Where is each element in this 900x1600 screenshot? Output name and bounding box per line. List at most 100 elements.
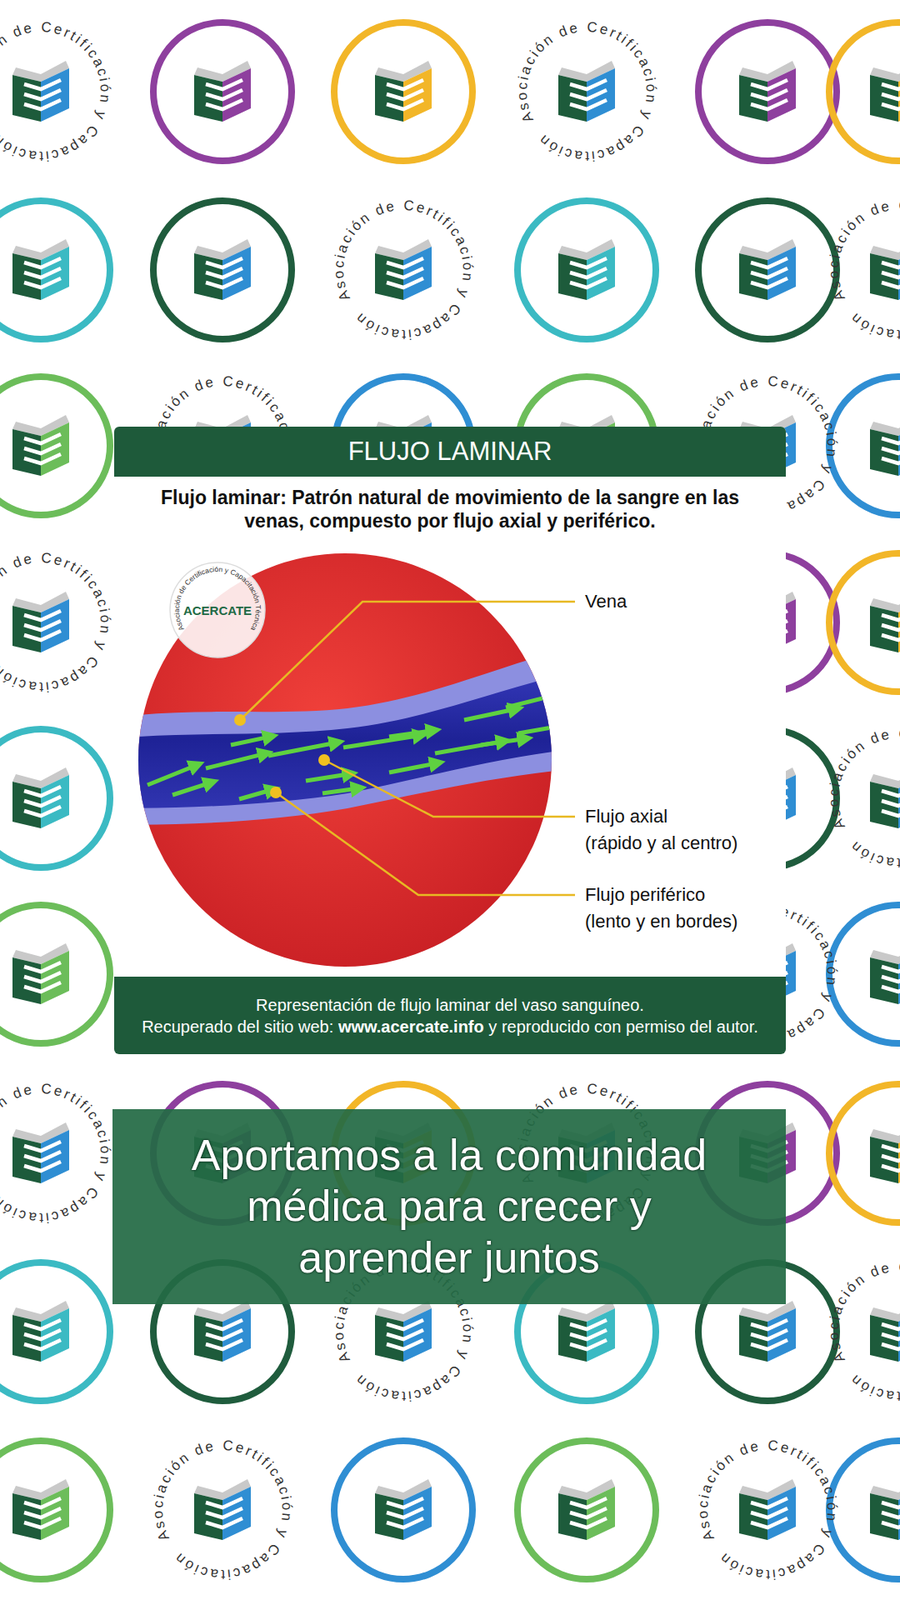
book-icon bbox=[194, 239, 251, 300]
ring-logo bbox=[0, 729, 110, 868]
book-icon bbox=[194, 1479, 251, 1540]
flow-arrow bbox=[305, 774, 347, 781]
watermark-text: Asociación de Certificación y Capacitaci… bbox=[800, 171, 900, 369]
flow-arrow bbox=[505, 696, 550, 708]
leader-dot bbox=[234, 714, 246, 726]
ring-logo bbox=[698, 22, 837, 161]
stamp-logo bbox=[12, 591, 70, 653]
source-note: Recuperado del sitio web: bbox=[141, 1017, 334, 1036]
stamp-logo bbox=[12, 60, 70, 122]
source-note: www.acercate.info bbox=[338, 1017, 485, 1036]
book-icon bbox=[375, 60, 432, 122]
ring-logo bbox=[0, 1262, 110, 1401]
callout-label: Vena bbox=[585, 591, 627, 612]
stamp-logo bbox=[558, 60, 615, 122]
book-icon bbox=[375, 1300, 432, 1362]
book-icon bbox=[12, 1300, 70, 1362]
flow-arrow bbox=[343, 735, 418, 748]
book-icon bbox=[870, 591, 900, 653]
flow-arrow bbox=[230, 737, 268, 745]
ring-logo bbox=[334, 22, 473, 161]
badge-ring-text: Asociación de Certificación y Capacitaci… bbox=[168, 560, 267, 660]
book-icon bbox=[375, 239, 432, 300]
book-icon bbox=[739, 239, 796, 300]
watermark-text: Asociación de Certificación y Capacitaci… bbox=[669, 1411, 866, 1600]
book-icon bbox=[558, 60, 615, 122]
book-icon bbox=[12, 1122, 70, 1184]
book-icon bbox=[12, 591, 70, 653]
book-icon bbox=[870, 943, 900, 1005]
leader-dot bbox=[318, 754, 330, 766]
ring-logo bbox=[829, 553, 900, 692]
flow-arrow bbox=[172, 783, 209, 795]
flow-arrow bbox=[518, 726, 555, 734]
flow-arrow bbox=[389, 764, 435, 773]
watermark-text: Asociación de Certificación y Capacitaci… bbox=[0, 0, 140, 190]
leader-line bbox=[324, 760, 575, 817]
book-icon bbox=[558, 1300, 615, 1362]
book-icon bbox=[870, 239, 900, 300]
book-icon bbox=[558, 239, 615, 300]
book-icon bbox=[375, 1479, 432, 1540]
book-icon bbox=[12, 767, 70, 829]
ring-logo bbox=[153, 200, 292, 340]
flow-arrow bbox=[205, 754, 263, 769]
flow-arrow bbox=[239, 790, 270, 800]
book-icon bbox=[558, 1479, 615, 1540]
flow-arrow bbox=[268, 743, 335, 756]
source-note: y reproducido con permiso del autor. bbox=[488, 1017, 759, 1036]
flow-arrow bbox=[389, 730, 431, 737]
book-icon bbox=[12, 415, 70, 476]
book-icon bbox=[870, 415, 900, 476]
book-icon bbox=[870, 767, 900, 829]
book-icon bbox=[739, 1300, 796, 1362]
book-icon bbox=[739, 60, 796, 122]
caption-band: Representación de flujo laminar del vaso… bbox=[114, 976, 786, 1055]
ring-logo bbox=[829, 1084, 900, 1223]
vein-lumen bbox=[114, 670, 581, 809]
book-icon bbox=[12, 943, 70, 1005]
book-icon bbox=[194, 60, 251, 122]
ring-logo bbox=[334, 1440, 473, 1580]
ring-logo bbox=[0, 376, 110, 515]
flow-arrow bbox=[147, 766, 195, 785]
callout-label: (rápido y al centro) bbox=[585, 833, 738, 854]
stamp-logo bbox=[194, 1479, 251, 1540]
callout-label: (lento y en bordes) bbox=[585, 911, 738, 932]
callout-label: Flujo axial bbox=[585, 806, 668, 827]
book-icon bbox=[12, 60, 70, 122]
ring-logo bbox=[829, 22, 900, 161]
leader-line bbox=[275, 792, 575, 895]
watermark-text: Asociación de Certificación y Capacitaci… bbox=[124, 1411, 321, 1600]
flow-arrow bbox=[480, 739, 523, 745]
stamp-logo bbox=[375, 239, 432, 300]
stamp-logo bbox=[12, 1122, 70, 1184]
watermark-text: Asociación de Certificación y Capacitaci… bbox=[800, 700, 900, 897]
book-icon bbox=[870, 60, 900, 122]
leader-line bbox=[240, 601, 575, 720]
watermark-text: Asociación de Certificación y Capacitaci… bbox=[800, 1233, 900, 1430]
ring-logo bbox=[829, 376, 900, 515]
slogan-band: Aportamos a la comunidad médica para cre… bbox=[112, 1109, 786, 1305]
diagram-panel: FLUJO LAMINAR Flujo laminar: Patrón natur… bbox=[114, 426, 786, 1055]
ring-logo bbox=[517, 200, 656, 340]
stamp-logo bbox=[739, 1479, 796, 1540]
badge-name: ACERCATE bbox=[168, 560, 267, 660]
slogan-text: Aportamos a la comunidad médica para cre… bbox=[157, 1130, 741, 1284]
watermark-text: Asociación de Certificación y Capacitaci… bbox=[488, 0, 685, 190]
book-icon bbox=[870, 1479, 900, 1540]
logo-badge: Asociación de Certificación y Capacitaci… bbox=[168, 560, 267, 660]
ring-logo bbox=[698, 200, 837, 340]
subtitle: Flujo laminar: Patrón natural de movimie… bbox=[139, 486, 761, 533]
book-icon bbox=[194, 1300, 251, 1362]
book-icon bbox=[870, 1300, 900, 1362]
watermark-text: Asociación de Certificación y Capacitaci… bbox=[305, 171, 502, 369]
ring-logo bbox=[0, 1440, 110, 1580]
stamp-logo bbox=[375, 1300, 432, 1362]
ring-logo bbox=[153, 22, 292, 161]
book-icon bbox=[870, 1122, 900, 1184]
caption: Representación de flujo laminar del vaso… bbox=[135, 994, 765, 1016]
title-band: FLUJO LAMINAR bbox=[114, 426, 786, 477]
vein-wall bbox=[114, 645, 581, 825]
callout-label: Flujo periférico bbox=[585, 885, 705, 905]
